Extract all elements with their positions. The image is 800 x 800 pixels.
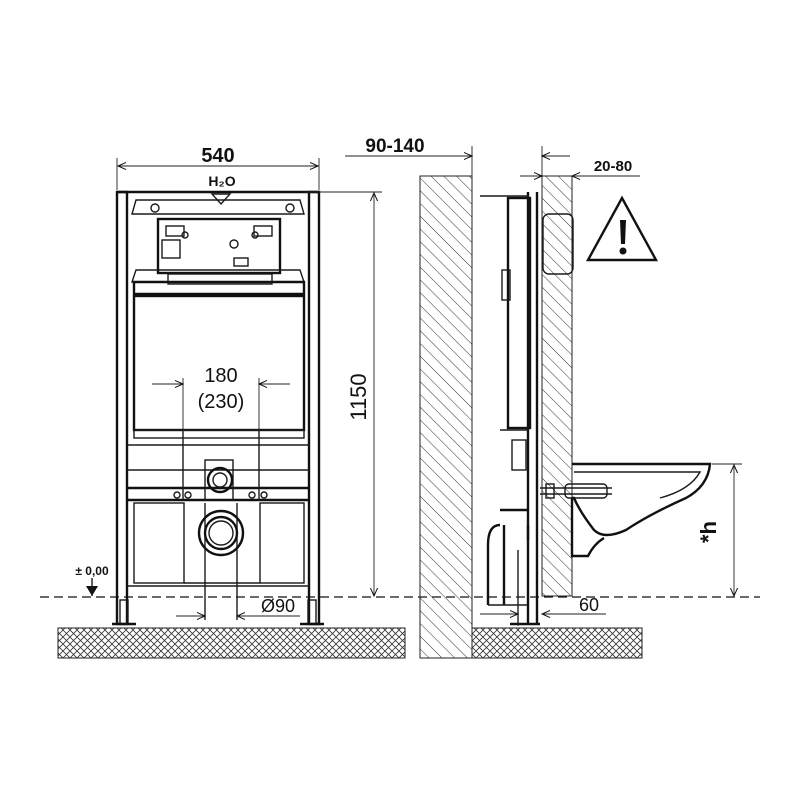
finish-thickness-label: 20-80: [594, 158, 632, 175]
finish-thickness-dimension: [520, 176, 640, 190]
cistern: [131, 199, 306, 439]
bowl-height-dimension: [712, 463, 742, 596]
drain-connection: [197, 509, 245, 557]
height-dimension: [305, 191, 382, 596]
lower-frame: [127, 430, 309, 620]
supply-pipe: [206, 466, 234, 494]
water-inlet-arrow: [210, 193, 232, 206]
bolt-offset-label: 60: [579, 595, 599, 615]
warning-triangle-icon: [585, 195, 659, 262]
inlet-spacing-dimension: [152, 378, 290, 432]
wall-hung-toilet-bowl: [570, 462, 712, 558]
wall-offset-label: 90-140: [365, 136, 424, 157]
drain-diameter-label: Ø90: [261, 596, 295, 616]
side-floor-ground: [471, 627, 643, 659]
finished-wall: [541, 175, 573, 597]
width-dimension: [116, 158, 320, 190]
side-view: [345, 146, 742, 659]
inlet-spacing-label: 180: [204, 365, 237, 387]
bowl-height-label: *h: [696, 521, 721, 543]
flush-mechanism: [156, 217, 282, 275]
front-view: [40, 158, 760, 659]
back-wall: [419, 175, 473, 659]
height-label: 1150: [346, 373, 371, 420]
floor-level-label: ± 0,00: [75, 564, 109, 578]
bolt-offset-dimension: [480, 600, 606, 626]
width-label: 540: [201, 145, 234, 167]
front-floor-ground: [57, 627, 406, 659]
inlet-spacing-alt-label: (230): [198, 391, 245, 413]
frame-profile: [480, 192, 612, 626]
h2o-label: H₂O: [208, 173, 235, 189]
